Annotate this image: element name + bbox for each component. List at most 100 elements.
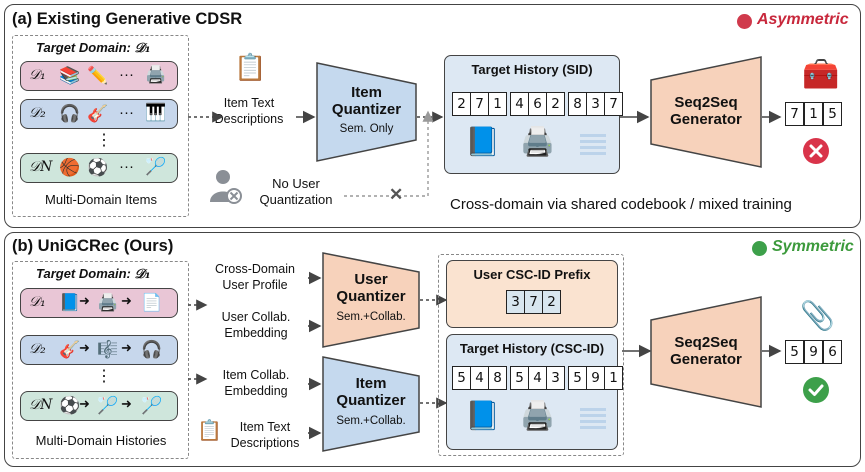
- item-text-descriptions-b: Item Text Descriptions: [230, 420, 300, 450]
- multi-domain-histories-caption: Multi-Domain Histories: [35, 433, 167, 448]
- item-quantizer-a: Item Quantizer Sem. Only: [316, 62, 417, 162]
- user-quantizer-sub: Sem.+Collab.: [336, 311, 406, 323]
- target-history-title: Target History (SID): [471, 62, 593, 77]
- sid-code: 8: [568, 92, 587, 116]
- target-history-csc-id: Target History (CSC-ID): [446, 334, 618, 450]
- seq2seq-generator-b: Seq2Seq Generator: [650, 296, 762, 408]
- toolbox-icon: 🧰: [802, 58, 840, 91]
- item-collab-embedding: Item Collab. Embedding: [222, 368, 290, 398]
- user-csc-id-prefix: User CSC-ID Prefix: [446, 260, 618, 328]
- prefix-code: 3: [506, 290, 525, 314]
- panel-a-footer: Cross-domain via shared codebook / mixed…: [450, 196, 792, 213]
- output-code: 1: [804, 102, 823, 126]
- binder-icon: 📘: [465, 126, 500, 157]
- user-disabled-icon: [208, 168, 242, 209]
- printer-icon: 🖨️: [520, 400, 555, 431]
- sid-code: 7: [470, 92, 489, 116]
- rackets-icon: 🏸: [145, 157, 167, 176]
- history-row-n: 𝒟N ⚽ ➜ 🏸 ➜ 🏸: [20, 391, 178, 421]
- csc-code: 4: [470, 366, 489, 390]
- item-quantizer-b: Item Quantizer Sem.+Collab.: [322, 356, 420, 452]
- output-code-b: 6: [823, 340, 842, 364]
- history-row-1: 𝒟₁ 📘 ➜ 🖨️ ➜ 📄: [20, 288, 178, 318]
- multi-domain-items-caption: Multi-Domain Items: [45, 192, 157, 207]
- history-row-2: 𝒟₂ 🎸 ➜ 🎼 ➜ 🎧: [20, 335, 178, 365]
- output-code-b: 5: [785, 340, 804, 364]
- output-code-b: 9: [804, 340, 823, 364]
- arrow-icon: ➜: [121, 340, 132, 355]
- guitar-icon: 🎸: [59, 340, 81, 359]
- stapler-icon: 📎: [800, 300, 835, 331]
- target-domain-label-b: Target Domain: 𝒟₁: [36, 266, 151, 282]
- csc-code: 4: [528, 366, 547, 390]
- multi-domain-items-box: [12, 35, 189, 217]
- csc-id-container: [438, 254, 624, 456]
- binders-icon: 📚: [59, 66, 81, 85]
- panel-a-tag: Asymmetric: [757, 11, 849, 28]
- prefix-code: 7: [524, 290, 543, 314]
- output-code: 7: [785, 102, 804, 126]
- csc-code: 1: [604, 366, 623, 390]
- sid-code: 4: [510, 92, 529, 116]
- vertical-ellipsis-b: ⋮: [96, 368, 112, 385]
- domain-row-n: 𝒟N 🏀 ⚽ ··· 🏸: [20, 153, 178, 183]
- sid-code: 2: [546, 92, 565, 116]
- document-icon: 📋: [234, 52, 267, 82]
- csc-code: 5: [510, 366, 529, 390]
- shuttlecock-icon: 🏸: [141, 396, 163, 415]
- arrow-icon: ➜: [79, 293, 90, 308]
- arrow-icon: ➜: [79, 396, 90, 411]
- user-collab-embedding: User Collab. Embedding: [221, 310, 291, 340]
- binder-icon: 📘: [59, 293, 81, 312]
- panel-b-connectors: [188, 271, 782, 440]
- wrong-icon: [802, 137, 830, 170]
- printer-icon: 🖨️: [145, 65, 167, 84]
- domain-row-2: 𝒟₂ 🎧 🎸 ··· 🎹: [20, 99, 178, 129]
- csc-code: 9: [586, 366, 605, 390]
- csc-code: 3: [546, 366, 565, 390]
- csc-code: 5: [452, 366, 471, 390]
- paper-stack-icon: [578, 130, 608, 165]
- sid-code: 7: [604, 92, 623, 116]
- cross-domain-user-profile: Cross-Domain User Profile: [215, 262, 295, 292]
- stationery-icon: ✏️: [87, 66, 109, 85]
- guitar-icon: 🎸: [87, 104, 109, 123]
- no-user-quantization: No User Quantization: [259, 176, 333, 208]
- prefix-title: User CSC-ID Prefix: [473, 267, 591, 282]
- item-quantizer-b-sub: Sem.+Collab.: [336, 415, 406, 427]
- prefix-code: 2: [542, 290, 561, 314]
- generator-title: Seq2Seq Generator: [670, 94, 742, 129]
- multi-domain-histories-box: [12, 261, 189, 459]
- panel-b-title: (b) UniGCRec (Ours): [12, 237, 174, 255]
- target-domain-label: Target Domain: 𝒟₁: [36, 40, 151, 56]
- item-text-descriptions: Item Text Descriptions: [214, 96, 284, 126]
- arrow-icon: ➜: [121, 396, 132, 411]
- item-quantizer-b-title: Item Quantizer: [336, 375, 406, 410]
- headphones-icon: 🎧: [141, 340, 163, 359]
- csc-code: 8: [488, 366, 507, 390]
- arrow-icon: ➜: [79, 340, 90, 355]
- binder-icon: 📘: [465, 400, 500, 431]
- sid-code: 3: [586, 92, 605, 116]
- document-icon: 📋: [197, 420, 222, 442]
- music-stand-icon: 🎼: [97, 340, 119, 359]
- target-history-b-title: Target History (CSC-ID): [459, 341, 605, 356]
- domain-row-1: 𝒟₁ 📚 ✏️ ··· 🖨️: [20, 61, 178, 91]
- check-icon: [802, 376, 830, 409]
- paper-stack-icon: [578, 404, 608, 439]
- sid-code: 1: [488, 92, 507, 116]
- rackets-icon: 🏸: [97, 396, 119, 415]
- printer-icon: 🖨️: [520, 126, 555, 157]
- item-quantizer-title: Item Quantizer: [331, 84, 402, 119]
- panel-a-title: (a) Existing Generative CDSR: [12, 10, 243, 28]
- ellipsis: ···: [119, 158, 134, 175]
- user-quantizer: User Quantizer Sem.+Collab.: [322, 252, 420, 348]
- soccer-ball-icon: ⚽: [87, 158, 109, 177]
- ellipsis: ···: [119, 66, 134, 83]
- asymmetric-dot-icon: [737, 14, 752, 29]
- vertical-ellipsis: ⋮: [96, 132, 112, 149]
- basketball-icon: 🏀: [59, 158, 81, 177]
- seq2seq-generator-a: Seq2Seq Generator: [650, 56, 762, 168]
- sid-code: 2: [452, 92, 471, 116]
- csc-code: 5: [568, 366, 587, 390]
